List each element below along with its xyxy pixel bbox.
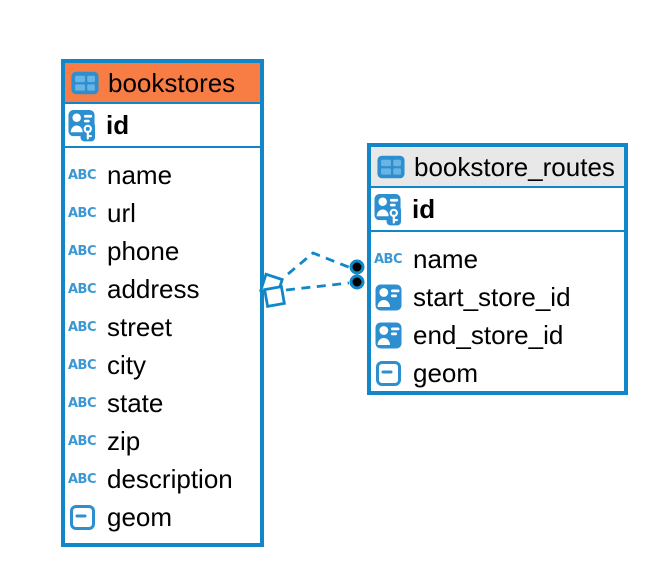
column-label: end_store_id bbox=[413, 320, 564, 350]
foreign-key-icon bbox=[374, 322, 402, 349]
column-list: ABC name ABC url ABC phone ABC address A… bbox=[65, 148, 260, 536]
column-label: street bbox=[107, 312, 173, 342]
column-row-name[interactable]: ABC name bbox=[374, 240, 624, 278]
pk-row-routes-id[interactable]: id bbox=[371, 188, 624, 232]
column-row-name[interactable]: ABC name bbox=[68, 156, 260, 194]
column-label: address bbox=[107, 274, 200, 304]
column-row-state[interactable]: ABC state bbox=[68, 384, 260, 422]
table-title: bookstore_routes bbox=[414, 151, 615, 182]
relationship-connector[interactable] bbox=[259, 251, 365, 308]
column-row-phone[interactable]: ABC phone bbox=[68, 232, 260, 270]
foreign-key-icon bbox=[374, 284, 402, 311]
table-icon bbox=[71, 70, 99, 96]
column-row-address[interactable]: ABC address bbox=[68, 270, 260, 308]
text-type-icon: ABC bbox=[68, 471, 97, 487]
primary-key-icon bbox=[374, 193, 402, 226]
column-row-description[interactable]: ABC description bbox=[68, 460, 260, 498]
column-row-street[interactable]: ABC street bbox=[68, 308, 260, 346]
column-row-start-store-id[interactable]: start_store_id bbox=[374, 278, 624, 316]
table-title: bookstores bbox=[108, 67, 236, 98]
column-row-end-store-id[interactable]: end_store_id bbox=[374, 316, 624, 354]
table-node-bookstores[interactable]: bookstores id ABC name bbox=[61, 59, 264, 547]
column-label: state bbox=[107, 388, 164, 418]
relationship-line-upper bbox=[287, 251, 352, 276]
text-type-icon: ABC bbox=[68, 433, 97, 449]
column-row-geom[interactable]: geom bbox=[374, 354, 624, 391]
table-header-bookstore-routes[interactable]: bookstore_routes bbox=[371, 147, 624, 188]
text-type-icon: ABC bbox=[68, 395, 97, 411]
primary-key-icon bbox=[68, 109, 96, 142]
relationship-line-lower bbox=[285, 281, 350, 292]
column-row-zip[interactable]: ABC zip bbox=[68, 422, 260, 460]
column-label: city bbox=[107, 350, 146, 380]
geometry-type-icon bbox=[68, 504, 96, 530]
table-header-bookstores[interactable]: bookstores bbox=[65, 63, 260, 104]
column-label: name bbox=[107, 160, 173, 190]
column-label: name bbox=[413, 244, 479, 274]
column-label: geom bbox=[107, 502, 173, 532]
relationship-diamond-anchor bbox=[263, 285, 286, 308]
relationship-diamond-anchor bbox=[259, 272, 284, 298]
column-label: start_store_id bbox=[413, 282, 571, 312]
table-icon bbox=[377, 154, 405, 180]
text-type-icon: ABC bbox=[68, 205, 97, 221]
text-type-icon: ABC bbox=[68, 281, 97, 297]
column-label: url bbox=[107, 198, 136, 228]
table-node-bookstore-routes[interactable]: bookstore_routes id ABC name bbox=[367, 143, 628, 395]
pk-column-label: id bbox=[412, 194, 436, 224]
column-label: description bbox=[107, 464, 233, 494]
column-label: zip bbox=[107, 426, 141, 456]
column-label: geom bbox=[413, 358, 479, 388]
geometry-type-icon bbox=[374, 360, 402, 386]
column-row-geom[interactable]: geom bbox=[68, 498, 260, 536]
text-type-icon: ABC bbox=[68, 357, 97, 373]
column-row-city[interactable]: ABC city bbox=[68, 346, 260, 384]
text-type-icon: ABC bbox=[68, 243, 97, 259]
text-type-icon: ABC bbox=[374, 251, 403, 267]
relationship-dot-anchor bbox=[349, 259, 365, 275]
text-type-icon: ABC bbox=[68, 319, 97, 335]
pk-column-label: id bbox=[106, 110, 130, 140]
text-type-icon: ABC bbox=[68, 167, 97, 183]
pk-row-bookstores-id[interactable]: id bbox=[65, 104, 260, 148]
column-row-url[interactable]: ABC url bbox=[68, 194, 260, 232]
column-list: ABC name start_store_id bbox=[371, 232, 624, 391]
relationship-dot-anchor bbox=[349, 274, 365, 290]
column-label: phone bbox=[107, 236, 180, 266]
